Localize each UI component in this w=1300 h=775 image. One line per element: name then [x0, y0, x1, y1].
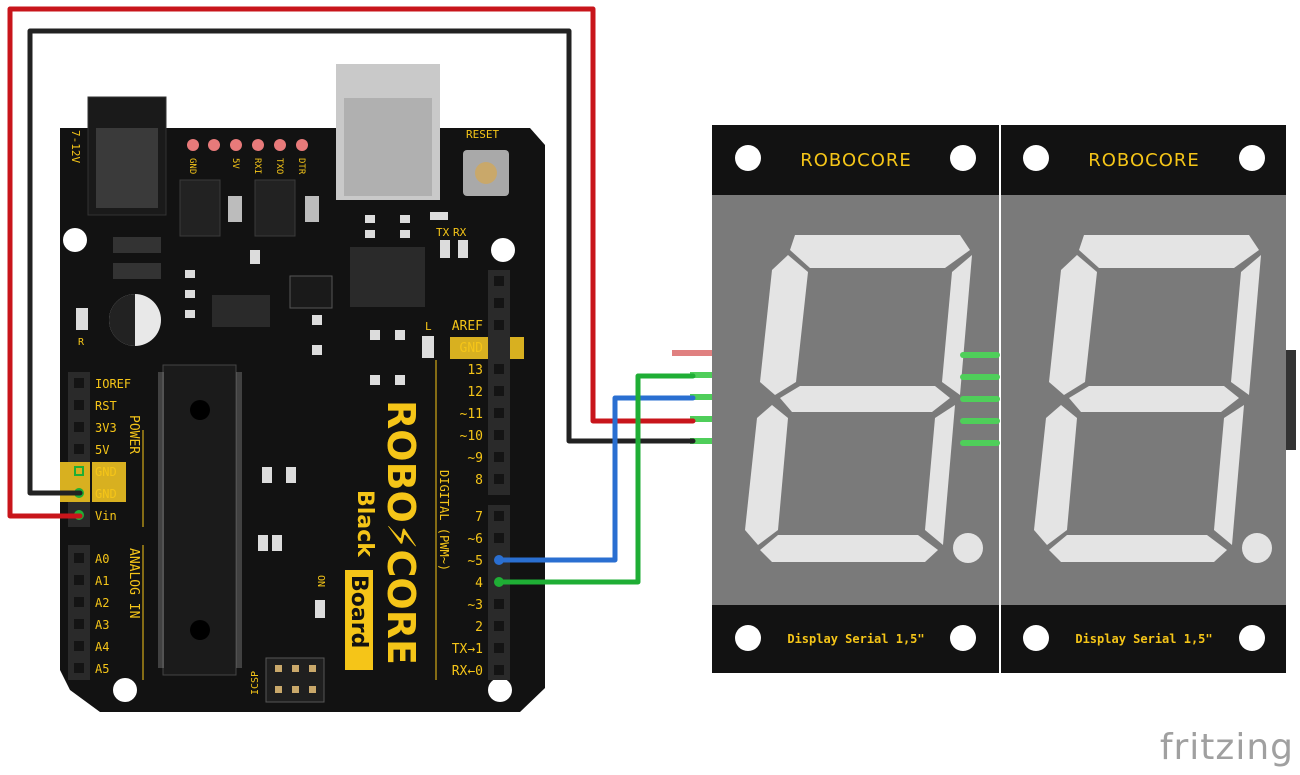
tx-label: TX — [436, 226, 450, 239]
gnd-wire[interactable] — [27, 28, 696, 496]
digital-pin-label: GND — [460, 341, 484, 356]
r-label: R — [78, 337, 85, 348]
digital-header-high — [488, 270, 510, 495]
digital-pin-label: TX→1 — [452, 642, 483, 657]
l-label: L — [425, 320, 432, 333]
on-label: ON — [315, 575, 326, 587]
display-logo: ROBOCORE — [800, 150, 912, 171]
icsp-label: ICSP — [250, 671, 261, 695]
decimal-point — [953, 533, 983, 563]
arduino-board: 7-12V RESET GND 5V RXI TXO DTR — [60, 64, 545, 712]
reset-label: RESET — [466, 128, 499, 141]
digital-title: DIGITAL (PWM~) — [437, 470, 451, 571]
analog-pin-label: A5 — [95, 662, 109, 676]
crystal — [289, 275, 333, 309]
digital-pin-label: ~11 — [460, 407, 483, 422]
digital-pin-label: 4 — [475, 576, 483, 591]
display-logo: ROBOCORE — [1088, 150, 1200, 171]
top-header-label: RXI — [252, 158, 262, 174]
top-header-label: DTR — [296, 158, 306, 175]
digital-pin-label: ~9 — [467, 451, 483, 466]
digital-pin-label: 12 — [467, 385, 483, 400]
digital-pin-label: ~6 — [467, 532, 483, 547]
brand-logo: ROBO⚡CORE — [379, 400, 423, 665]
power-jack-label: 7-12V — [69, 130, 82, 163]
model-label-black: Black — [352, 490, 377, 558]
power-pin-label: IOREF — [95, 377, 131, 391]
mount-hole — [491, 238, 515, 262]
display-caption: Display Serial 1,5" — [1075, 632, 1212, 646]
power-pin-label: GND — [95, 465, 117, 479]
regulator-chip — [179, 179, 221, 237]
small-ic — [212, 295, 270, 327]
display-caption: Display Serial 1,5" — [787, 632, 924, 646]
analog-pin-label: A4 — [95, 640, 109, 654]
display-module-1: ROBOCORE Display Serial 1,5" — [712, 125, 999, 673]
mount-hole — [488, 678, 512, 702]
digital-pin-label: RX←0 — [452, 664, 483, 679]
power-pin-label: 3V3 — [95, 421, 117, 435]
analog-pin-label: A1 — [95, 574, 109, 588]
mount-hole — [63, 228, 87, 252]
top-header-label: GND — [187, 158, 197, 174]
vin-wire[interactable] — [7, 6, 696, 519]
digital-pin-label: 13 — [467, 363, 483, 378]
digital-pin-label: 8 — [475, 473, 483, 488]
power-pin-label: RST — [95, 399, 117, 413]
digital-pin-label: ~3 — [467, 598, 483, 613]
model-label-board: Board — [346, 575, 371, 648]
digital-header-low — [488, 505, 510, 680]
digital-pin-label: 2 — [475, 620, 483, 635]
digital-pin-label: ~5 — [467, 554, 483, 569]
top-header-label: 5V — [230, 158, 240, 169]
digital-pin-label: 7 — [475, 510, 483, 525]
mount-hole — [113, 678, 137, 702]
analog-pin-label: A3 — [95, 618, 109, 632]
regulator-chip — [254, 179, 296, 237]
inter-display-pins — [960, 352, 1000, 446]
display-input-pins — [672, 350, 712, 444]
top-header-label: TXO — [274, 158, 284, 174]
power-pin-label: Vin — [95, 509, 117, 523]
analog-pin-label: A2 — [95, 596, 109, 610]
display-module-2: ROBOCORE Display Serial 1,5" — [1001, 125, 1296, 673]
power-title: POWER — [126, 415, 141, 454]
digital-pin-label: AREF — [452, 319, 483, 334]
pin5-wire[interactable] — [497, 395, 696, 563]
fritzing-watermark: fritzing — [1159, 727, 1294, 768]
analog-title: ANALOG IN — [126, 548, 141, 618]
usb-chip — [350, 247, 425, 307]
top-header — [187, 139, 308, 151]
power-pin-label: 5V — [95, 443, 109, 457]
icsp-header — [265, 657, 325, 703]
power-pin-label: GND — [95, 487, 117, 501]
analog-header — [68, 545, 90, 680]
analog-pin-label: A0 — [95, 552, 109, 566]
pin4-wire[interactable] — [497, 373, 696, 585]
rx-label: RX — [453, 226, 467, 239]
decimal-point — [1242, 533, 1272, 563]
digital-pin-label: ~10 — [460, 429, 483, 444]
